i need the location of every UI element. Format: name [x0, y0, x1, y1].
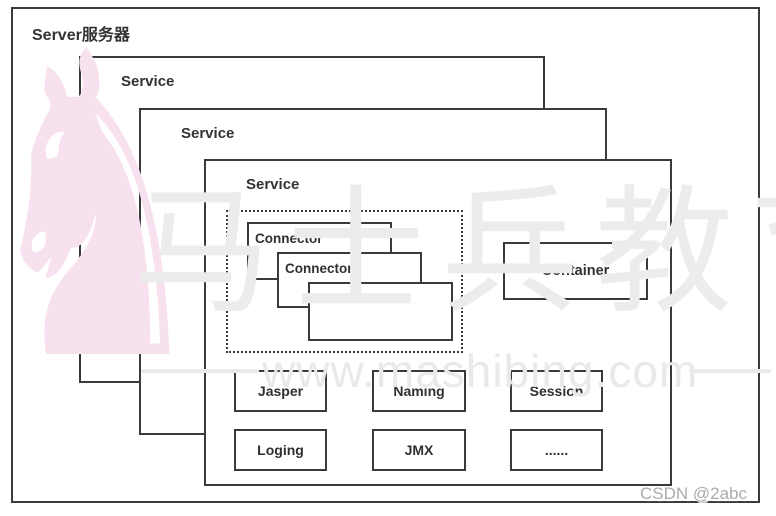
- container-label: Container: [541, 263, 610, 279]
- component-label-jasper: Jasper: [257, 383, 304, 399]
- connector-label-3: Connector: [316, 291, 384, 306]
- component-label-jmx: JMX: [404, 442, 434, 458]
- connector-box-3: Connector: [308, 282, 453, 341]
- component-label-more: ......: [544, 442, 569, 458]
- connector-label-1: Connector: [255, 231, 323, 246]
- server-label: Server服务器: [32, 27, 130, 44]
- component-label-loging: Loging: [257, 442, 304, 458]
- component-box-session: Session: [510, 370, 603, 412]
- component-label-session: Session: [529, 383, 584, 399]
- component-box-jmx: JMX: [372, 429, 466, 471]
- component-label-naming: Naming: [393, 383, 445, 399]
- component-box-more: ......: [510, 429, 603, 471]
- connector-group-box: [226, 210, 463, 353]
- service-label-2: Service: [181, 125, 235, 142]
- service-label-1: Service: [121, 73, 175, 90]
- container-box: Container: [503, 242, 648, 300]
- component-box-loging: Loging: [234, 429, 327, 471]
- connector-label-2: Connector: [285, 261, 353, 276]
- component-box-naming: Naming: [372, 370, 466, 412]
- component-box-jasper: Jasper: [234, 370, 327, 412]
- service-label-3: Service: [246, 176, 300, 193]
